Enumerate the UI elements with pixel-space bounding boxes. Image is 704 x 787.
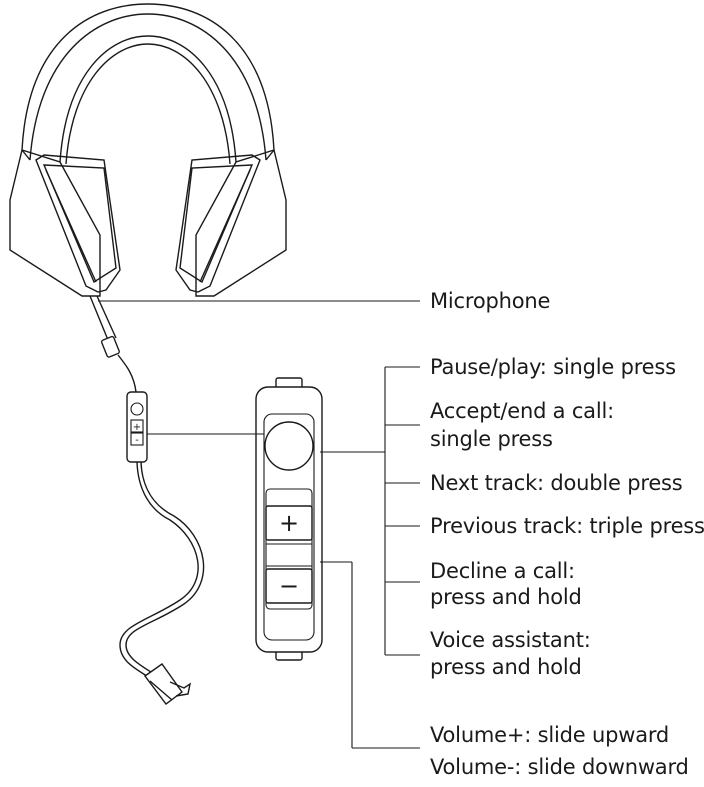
svg-text:-: - <box>135 435 139 446</box>
leader-lines <box>98 300 420 749</box>
svg-text:+: + <box>133 422 141 433</box>
headphones-icon <box>9 3 287 297</box>
label-volume-down: Volume-: slide downward <box>430 755 689 779</box>
remote-enlarged <box>255 377 323 661</box>
label-pause-play: Pause/play: single press <box>430 355 676 379</box>
label-microphone: Microphone <box>430 289 551 313</box>
volume-up-symbol: + <box>279 509 299 537</box>
label-accept-call-line2: single press <box>430 427 553 451</box>
label-accept-call-line1: Accept/end a call: <box>430 399 614 423</box>
audio-jack-icon <box>144 663 192 705</box>
label-decline-call-line2: press and hold <box>430 585 582 609</box>
label-voice-assistant-line2: press and hold <box>430 655 582 679</box>
inline-remote-icon: + - <box>126 391 148 463</box>
label-volume-up: Volume+: slide upward <box>430 723 670 747</box>
label-previous-track: Previous track: triple press <box>430 514 704 538</box>
label-decline-call-line1: Decline a call: <box>430 559 575 583</box>
microphone-icon <box>89 295 120 358</box>
volume-down-symbol: − <box>279 572 299 600</box>
label-voice-assistant-line1: Voice assistant: <box>430 628 591 652</box>
label-next-track: Next track: double press <box>430 471 683 495</box>
